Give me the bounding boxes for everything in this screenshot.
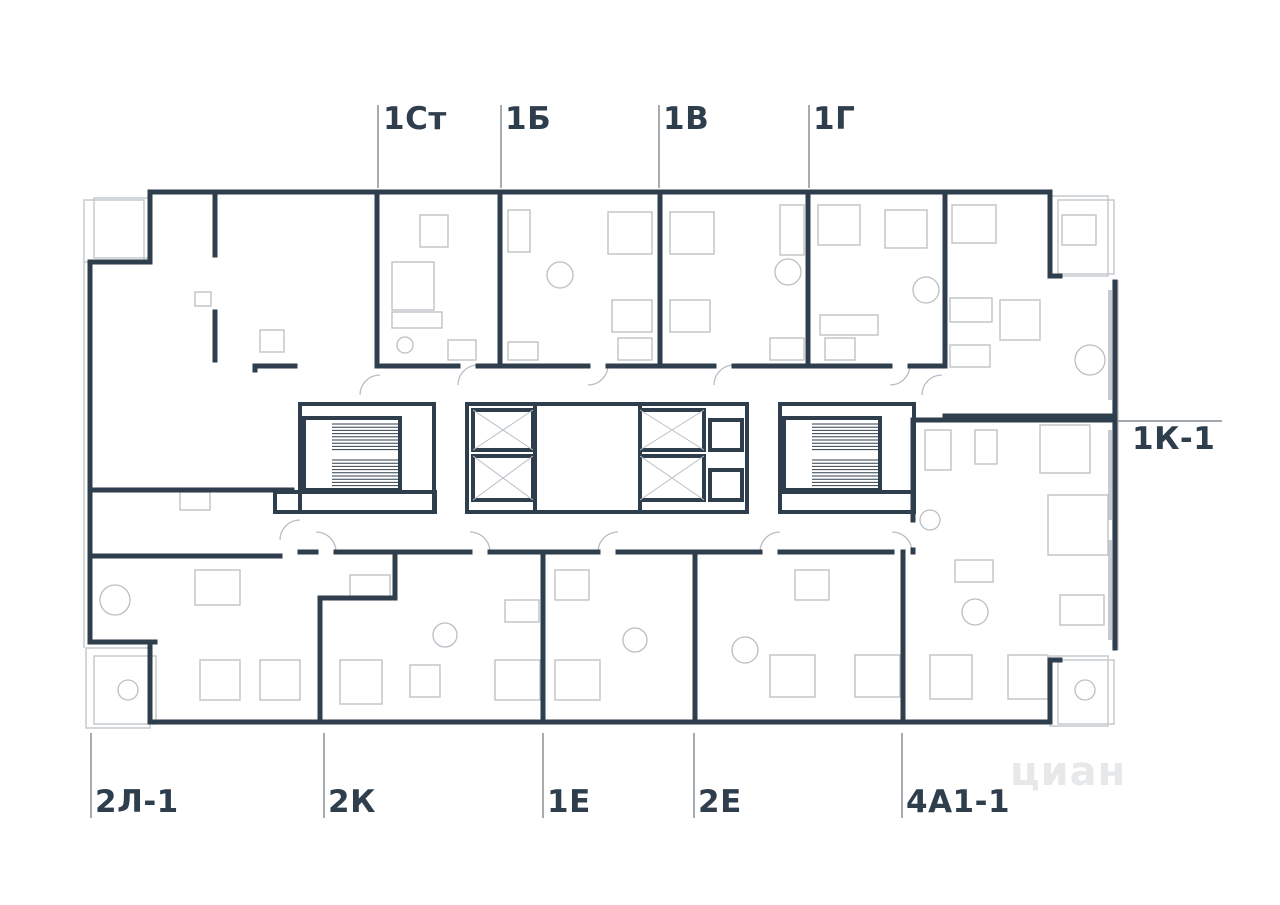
stairs bbox=[332, 423, 880, 487]
unit-label-4a1-1: 4А1-1 bbox=[906, 784, 1011, 820]
unit-label-1e: 1Е bbox=[547, 784, 591, 820]
unit-label-2e: 2Е bbox=[698, 784, 742, 820]
unit-label-1st: 1Ст bbox=[383, 101, 447, 137]
furniture bbox=[99, 204, 1109, 705]
unit-label-1k-1: 1К-1 bbox=[1132, 421, 1216, 457]
building-core bbox=[273, 402, 916, 514]
facade-outline bbox=[83, 195, 1119, 729]
leader-lines bbox=[90, 105, 1222, 818]
unit-label-1v: 1В bbox=[663, 101, 710, 137]
unit-label-1b: 1Б bbox=[505, 101, 552, 137]
walls bbox=[87, 189, 1118, 725]
unit-label-2k: 2К bbox=[328, 784, 376, 820]
lift-shafts bbox=[472, 409, 705, 501]
unit-label-1g: 1Г bbox=[813, 101, 856, 137]
unit-label-2l-1: 2Л-1 bbox=[95, 784, 179, 820]
watermark-logo: циан bbox=[1010, 749, 1127, 795]
